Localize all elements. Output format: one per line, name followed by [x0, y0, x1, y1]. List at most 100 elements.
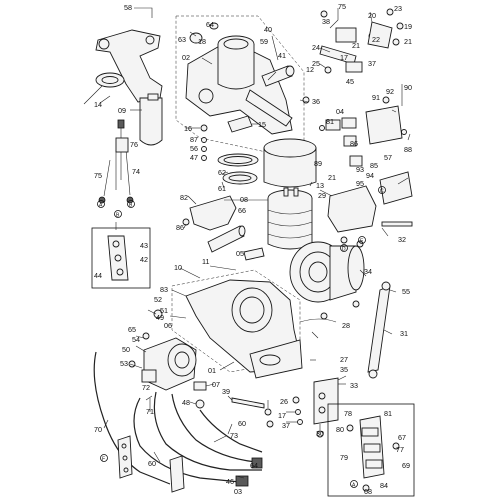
marker-B: B — [129, 203, 133, 209]
callout-49: 49 — [156, 313, 164, 322]
callout-43: 43 — [140, 241, 148, 250]
callout-24: 24 — [312, 43, 320, 52]
hub-assembly — [289, 241, 365, 303]
callout-50: 50 — [122, 345, 130, 354]
callout-78: 78 — [344, 409, 352, 418]
callout-52: 52 — [154, 295, 162, 304]
callout-09: 09 — [118, 106, 126, 115]
callout-79: 79 — [340, 453, 348, 462]
callout-12: 12 — [306, 65, 314, 74]
callout-59: 59 — [260, 37, 268, 46]
callout-45: 45 — [346, 77, 354, 86]
bolt-34 — [352, 300, 360, 308]
callout-27: 27 — [340, 355, 348, 364]
callout-71: 71 — [146, 407, 154, 416]
callout-01: 01 — [208, 366, 216, 375]
callout-64b: 64 — [250, 461, 258, 470]
callout-89: 89 — [314, 159, 322, 168]
hydraulic-pump-06 — [128, 309, 197, 391]
callout-61: 61 — [218, 184, 226, 193]
shock-absorber-31 — [367, 281, 391, 379]
callout-42: 42 — [140, 255, 148, 264]
callout-19: 19 — [404, 22, 412, 31]
callout-91: 91 — [372, 93, 380, 102]
tube-66 — [207, 225, 246, 253]
tube-05 — [243, 247, 265, 261]
bolts-16-87-56-47 — [200, 96, 310, 161]
callout-75-top: 75 — [338, 2, 346, 11]
callout-60b: 60 — [148, 459, 156, 468]
axle-beam-01 — [185, 279, 303, 379]
callout-21: 21 — [404, 37, 412, 46]
plate-15 — [227, 115, 253, 133]
bracket-33 — [313, 377, 339, 425]
callout-44: 44 — [94, 271, 102, 280]
marker-D: D — [342, 247, 346, 253]
callout-81: 81 — [326, 117, 334, 126]
callout-70: 70 — [94, 425, 102, 434]
bracket-plate-120 — [117, 435, 133, 479]
circled-markers: A B C D E F B A — [97, 186, 386, 489]
callout-67: 67 — [398, 433, 406, 442]
callout-35: 35 — [340, 365, 348, 374]
clamp-bracket-60 — [169, 455, 185, 493]
steering-arm-09 — [95, 29, 163, 146]
sensor-bracket-43 — [107, 235, 129, 281]
callout-55: 55 — [402, 287, 410, 296]
callout-77: 77 — [396, 445, 404, 454]
callout-94: 94 — [366, 171, 374, 180]
callout-25: 25 — [312, 59, 320, 68]
callout-33: 33 — [350, 381, 358, 390]
valve-bracket-67 — [346, 415, 400, 492]
callout-74: 74 — [132, 167, 140, 176]
callout-68: 68 — [364, 487, 372, 496]
callout-22: 22 — [372, 35, 380, 44]
callout-23: 23 — [394, 4, 402, 13]
callout-labels: 58 64 63 18 02 40 59 41 12 36 14 09 15 1… — [94, 2, 412, 496]
callout-37b: 37 — [282, 421, 290, 430]
callout-04: 04 — [336, 107, 344, 116]
callout-03: 03 — [234, 487, 242, 496]
callout-53: 53 — [120, 359, 128, 368]
callout-86: 86 — [176, 223, 184, 232]
callout-06: 06 — [164, 321, 172, 330]
callout-76: 76 — [130, 140, 138, 149]
callout-75: 75 — [94, 171, 102, 180]
callout-02: 02 — [182, 53, 190, 62]
marker-A2: A — [352, 483, 356, 489]
callout-73: 73 — [230, 431, 238, 440]
rings-62-61 — [217, 153, 259, 185]
callout-87: 87 — [190, 135, 198, 144]
callout-57: 57 — [384, 153, 392, 162]
marker-A: A — [99, 203, 103, 209]
callout-37: 37 — [368, 59, 376, 68]
callout-16: 16 — [184, 124, 192, 133]
callout-65: 65 — [128, 325, 136, 334]
callout-11: 11 — [202, 257, 209, 266]
leader-lines — [83, 7, 411, 479]
callout-38: 38 — [322, 17, 330, 26]
callout-88: 88 — [404, 145, 412, 154]
callout-18: 18 — [198, 37, 206, 46]
callout-32: 32 — [398, 235, 406, 244]
marker-B2: B — [116, 213, 120, 219]
upper-housing-02 — [185, 35, 293, 135]
callout-13: 13 — [316, 181, 324, 190]
callout-72: 72 — [142, 383, 150, 392]
detail-box-sensor-bracket — [91, 227, 151, 289]
callout-15: 15 — [258, 120, 266, 129]
callout-54: 54 — [132, 335, 140, 344]
fitting-28 — [299, 312, 337, 323]
wire-harness-76 — [98, 119, 134, 204]
callout-56: 56 — [190, 144, 198, 153]
bracket-82 — [182, 195, 237, 231]
callout-20: 20 — [368, 11, 376, 20]
callout-60: 60 — [238, 419, 246, 428]
callout-81b: 81 — [384, 409, 392, 418]
callout-36: 36 — [312, 97, 320, 106]
callout-40: 40 — [264, 25, 272, 34]
assembly-box-axle — [171, 269, 301, 373]
marker-F: F — [102, 457, 105, 463]
